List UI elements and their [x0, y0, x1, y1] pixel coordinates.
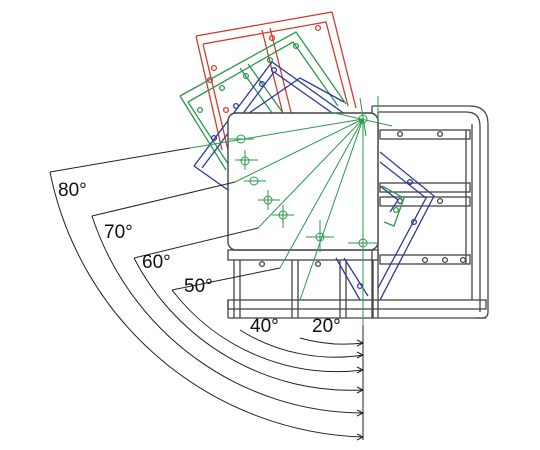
angle-label-20: 20°: [312, 316, 341, 337]
angle-labels: 80° 70° 60° 50° 40° 20°: [58, 180, 341, 337]
angle-label-50: 50°: [184, 276, 213, 297]
angle-rays: [189, 96, 393, 325]
dimension-arcs: [49, 147, 365, 441]
angle-label-60: 60°: [142, 252, 171, 273]
red-backrest-position: [195, 11, 357, 151]
angle-label-70: 70°: [104, 222, 133, 243]
blue-backrest-position: [193, 61, 435, 301]
base-frame: [227, 105, 489, 319]
angle-label-40: 40°: [250, 316, 279, 337]
angle-label-80: 80°: [58, 180, 87, 201]
